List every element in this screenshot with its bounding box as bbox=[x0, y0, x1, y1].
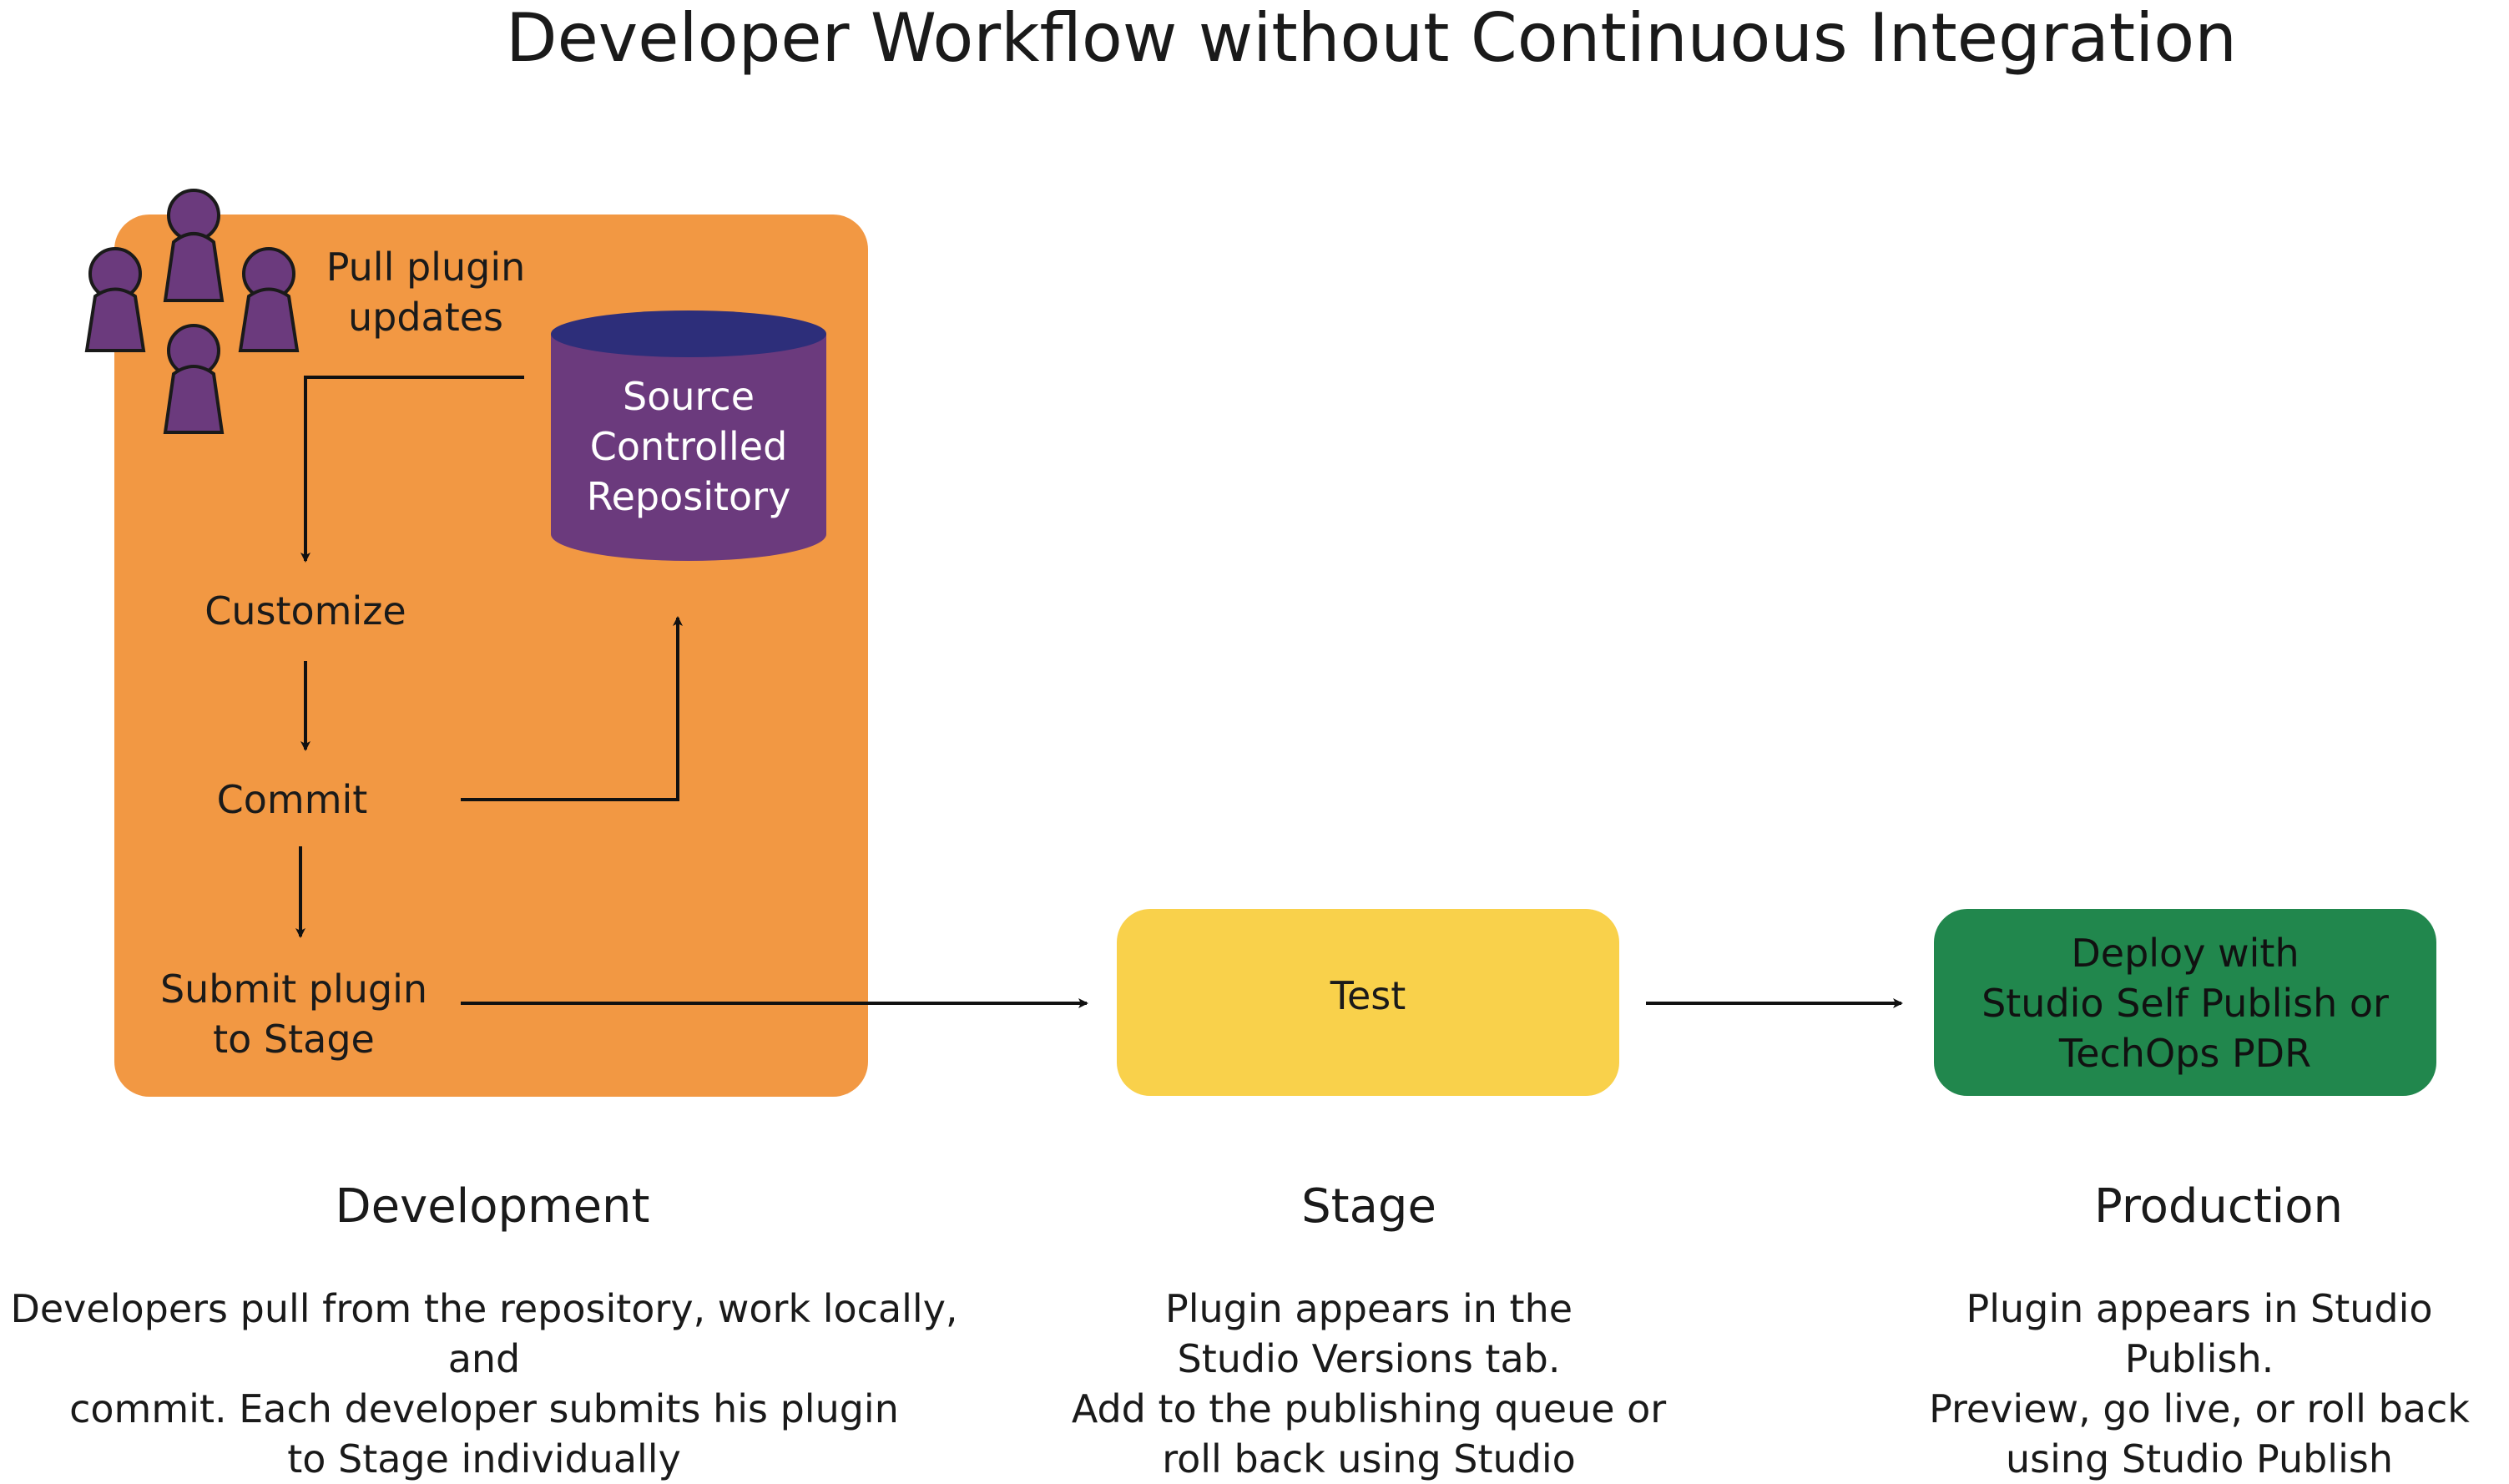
pull-arrow bbox=[300, 376, 524, 563]
developers-icon-group bbox=[84, 189, 300, 434]
person-icon bbox=[163, 324, 225, 434]
commit-to-repository-arrow bbox=[461, 616, 683, 801]
stage-box bbox=[1117, 909, 1619, 1096]
person-icon bbox=[238, 247, 300, 352]
test-label: Test bbox=[1330, 973, 1406, 1018]
person-icon bbox=[163, 189, 225, 302]
development-heading: Development bbox=[335, 1179, 650, 1234]
repository-cylinder-icon bbox=[551, 310, 826, 561]
customize-label: Customize bbox=[204, 588, 406, 633]
repository-label: Source Controlled Repository bbox=[586, 374, 791, 519]
stage-heading: Stage bbox=[1301, 1179, 1436, 1234]
diagram-title: Developer Workflow without Continuous In… bbox=[506, 0, 2237, 77]
stage-description: Plugin appears in the Studio Versions ta… bbox=[1071, 1286, 1667, 1481]
production-heading: Production bbox=[2094, 1179, 2343, 1234]
pull-updates-label: Pull plugin updates bbox=[326, 245, 526, 340]
submit-label: Submit plugin to Stage bbox=[159, 967, 428, 1062]
commit-label: Commit bbox=[216, 777, 368, 822]
development-description: Developers pull from the repository, wor… bbox=[10, 1286, 958, 1481]
deploy-label: Deploy with Studio Self Publish or TechO… bbox=[1981, 931, 2389, 1076]
production-box bbox=[1934, 909, 2436, 1096]
production-description: Plugin appears in Studio Publish. Previe… bbox=[1929, 1286, 2470, 1481]
person-icon bbox=[84, 247, 146, 352]
